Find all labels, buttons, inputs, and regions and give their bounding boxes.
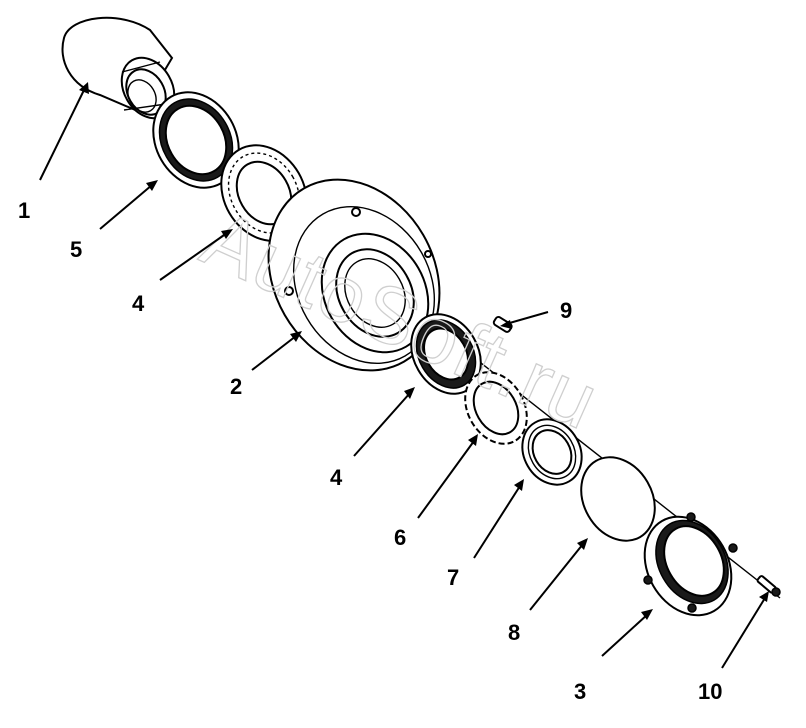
- callout-4-first: 4: [132, 291, 145, 316]
- callout-7: 7: [447, 565, 459, 590]
- callout-9: 9: [560, 298, 572, 323]
- callout-5: 5: [70, 237, 82, 262]
- bearing-part-outer: [410, 313, 482, 395]
- callout-10: 10: [698, 679, 722, 704]
- gasket-part: [580, 456, 656, 542]
- callout-1: 1: [18, 198, 30, 223]
- lock-washer-part: [464, 371, 528, 445]
- bolt-part: [756, 575, 781, 597]
- spindle-part: [61, 16, 176, 120]
- hub-cap-part: [643, 512, 738, 617]
- seal-part: [152, 91, 240, 189]
- callout-3: 3: [574, 679, 586, 704]
- adjusting-nut-part: [521, 418, 583, 486]
- callout-labels: 1 5 4 2 9 4 6 7 8 3 10: [18, 198, 722, 704]
- callout-6: 6: [394, 525, 406, 550]
- hub-part: [267, 178, 441, 372]
- callout-8: 8: [508, 620, 520, 645]
- callout-4-second: 4: [330, 465, 343, 490]
- callout-2: 2: [230, 374, 242, 399]
- leader-lines: [39, 82, 769, 669]
